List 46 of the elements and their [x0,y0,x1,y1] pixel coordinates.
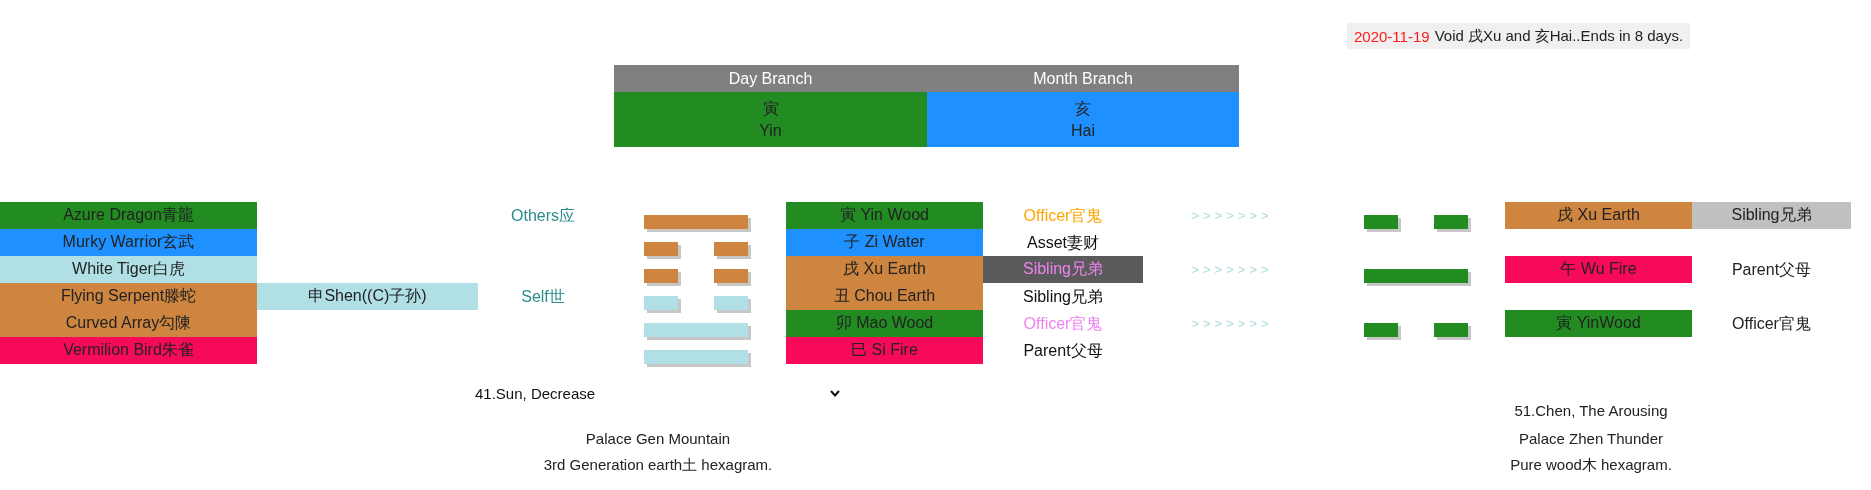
branch-character: 亥 [1075,99,1091,119]
hexagram-title: 41.Sun, Decrease [475,384,596,402]
hidden-line-cell: 申Shen((C)子孙) [257,283,478,310]
month-branch-cell [927,92,1239,147]
day-branch-cell [614,92,927,147]
branch-character: 寅 [762,99,779,119]
chevron-arrows: >>>>>>> [1191,315,1273,332]
void-notice-text: Void 戌Xu and 亥Hai..Ends in 8 days. [1434,26,1684,46]
spirit-cell: Flying Serpent滕蛇 [0,283,257,310]
position-label: Self世 [521,286,565,307]
branch-pinyin: Yin [759,122,782,140]
relation-label: Parent父母 [1023,340,1103,361]
generation-label: 3rd Generation earth土 hexagram. [543,456,773,474]
chevron-arrows: >>>>>>> [1191,261,1273,278]
relation-cell: Sibling兄弟 [983,256,1143,283]
branch-cell: 丑 Chou Earth [786,283,983,310]
branch-cell: 寅 YinWood [1505,310,1692,337]
generation-label: Pure wood木 hexagram. [1510,456,1672,474]
relation-label: Parent父母 [1731,259,1812,280]
relation-label: Officer官鬼 [1023,313,1103,334]
position-label: Others应 [511,205,575,226]
relation-label: Sibling兄弟 [1023,286,1103,307]
branch-cell: 子 Zi Water [786,229,983,256]
branch-cell: 寅 Yin Wood [786,202,983,229]
date-text: 2020-11-19 [1354,27,1430,45]
spirit-cell: Vermilion Bird朱雀 [0,337,257,364]
column-header: Day Branch [614,65,927,92]
branch-cell: 午 Wu Fire [1505,256,1692,283]
branch-cell: 巳 Si Fire [786,337,983,364]
column-header: Month Branch [927,65,1239,92]
relation-label: Officer官鬼 [1732,313,1811,334]
relation-label: Officer官鬼 [1023,205,1103,226]
spirit-cell: Curved Array勾陳 [0,310,257,337]
palace-label: Palace Gen Mountain [585,429,731,448]
palace-label: Palace Zhen Thunder [1519,429,1663,448]
hexagram-title: 51.Chen, The Arousing [1514,402,1668,420]
spirit-cell: Murky Warrior玄武 [0,229,257,256]
relation-cell: Sibling兄弟 [1692,202,1851,229]
branch-pinyin: Hai [1071,122,1095,140]
spirit-cell: Azure Dragon青龍 [0,202,257,229]
chevron-arrows: >>>>>>> [1191,207,1273,224]
relation-label: Asset妻财 [1027,232,1099,253]
spirit-cell: White Tiger白虎 [0,256,257,283]
branch-cell: 戌 Xu Earth [786,256,983,283]
branch-cell: 戌 Xu Earth [1505,202,1692,229]
branch-cell: 卯 Mao Wood [786,310,983,337]
